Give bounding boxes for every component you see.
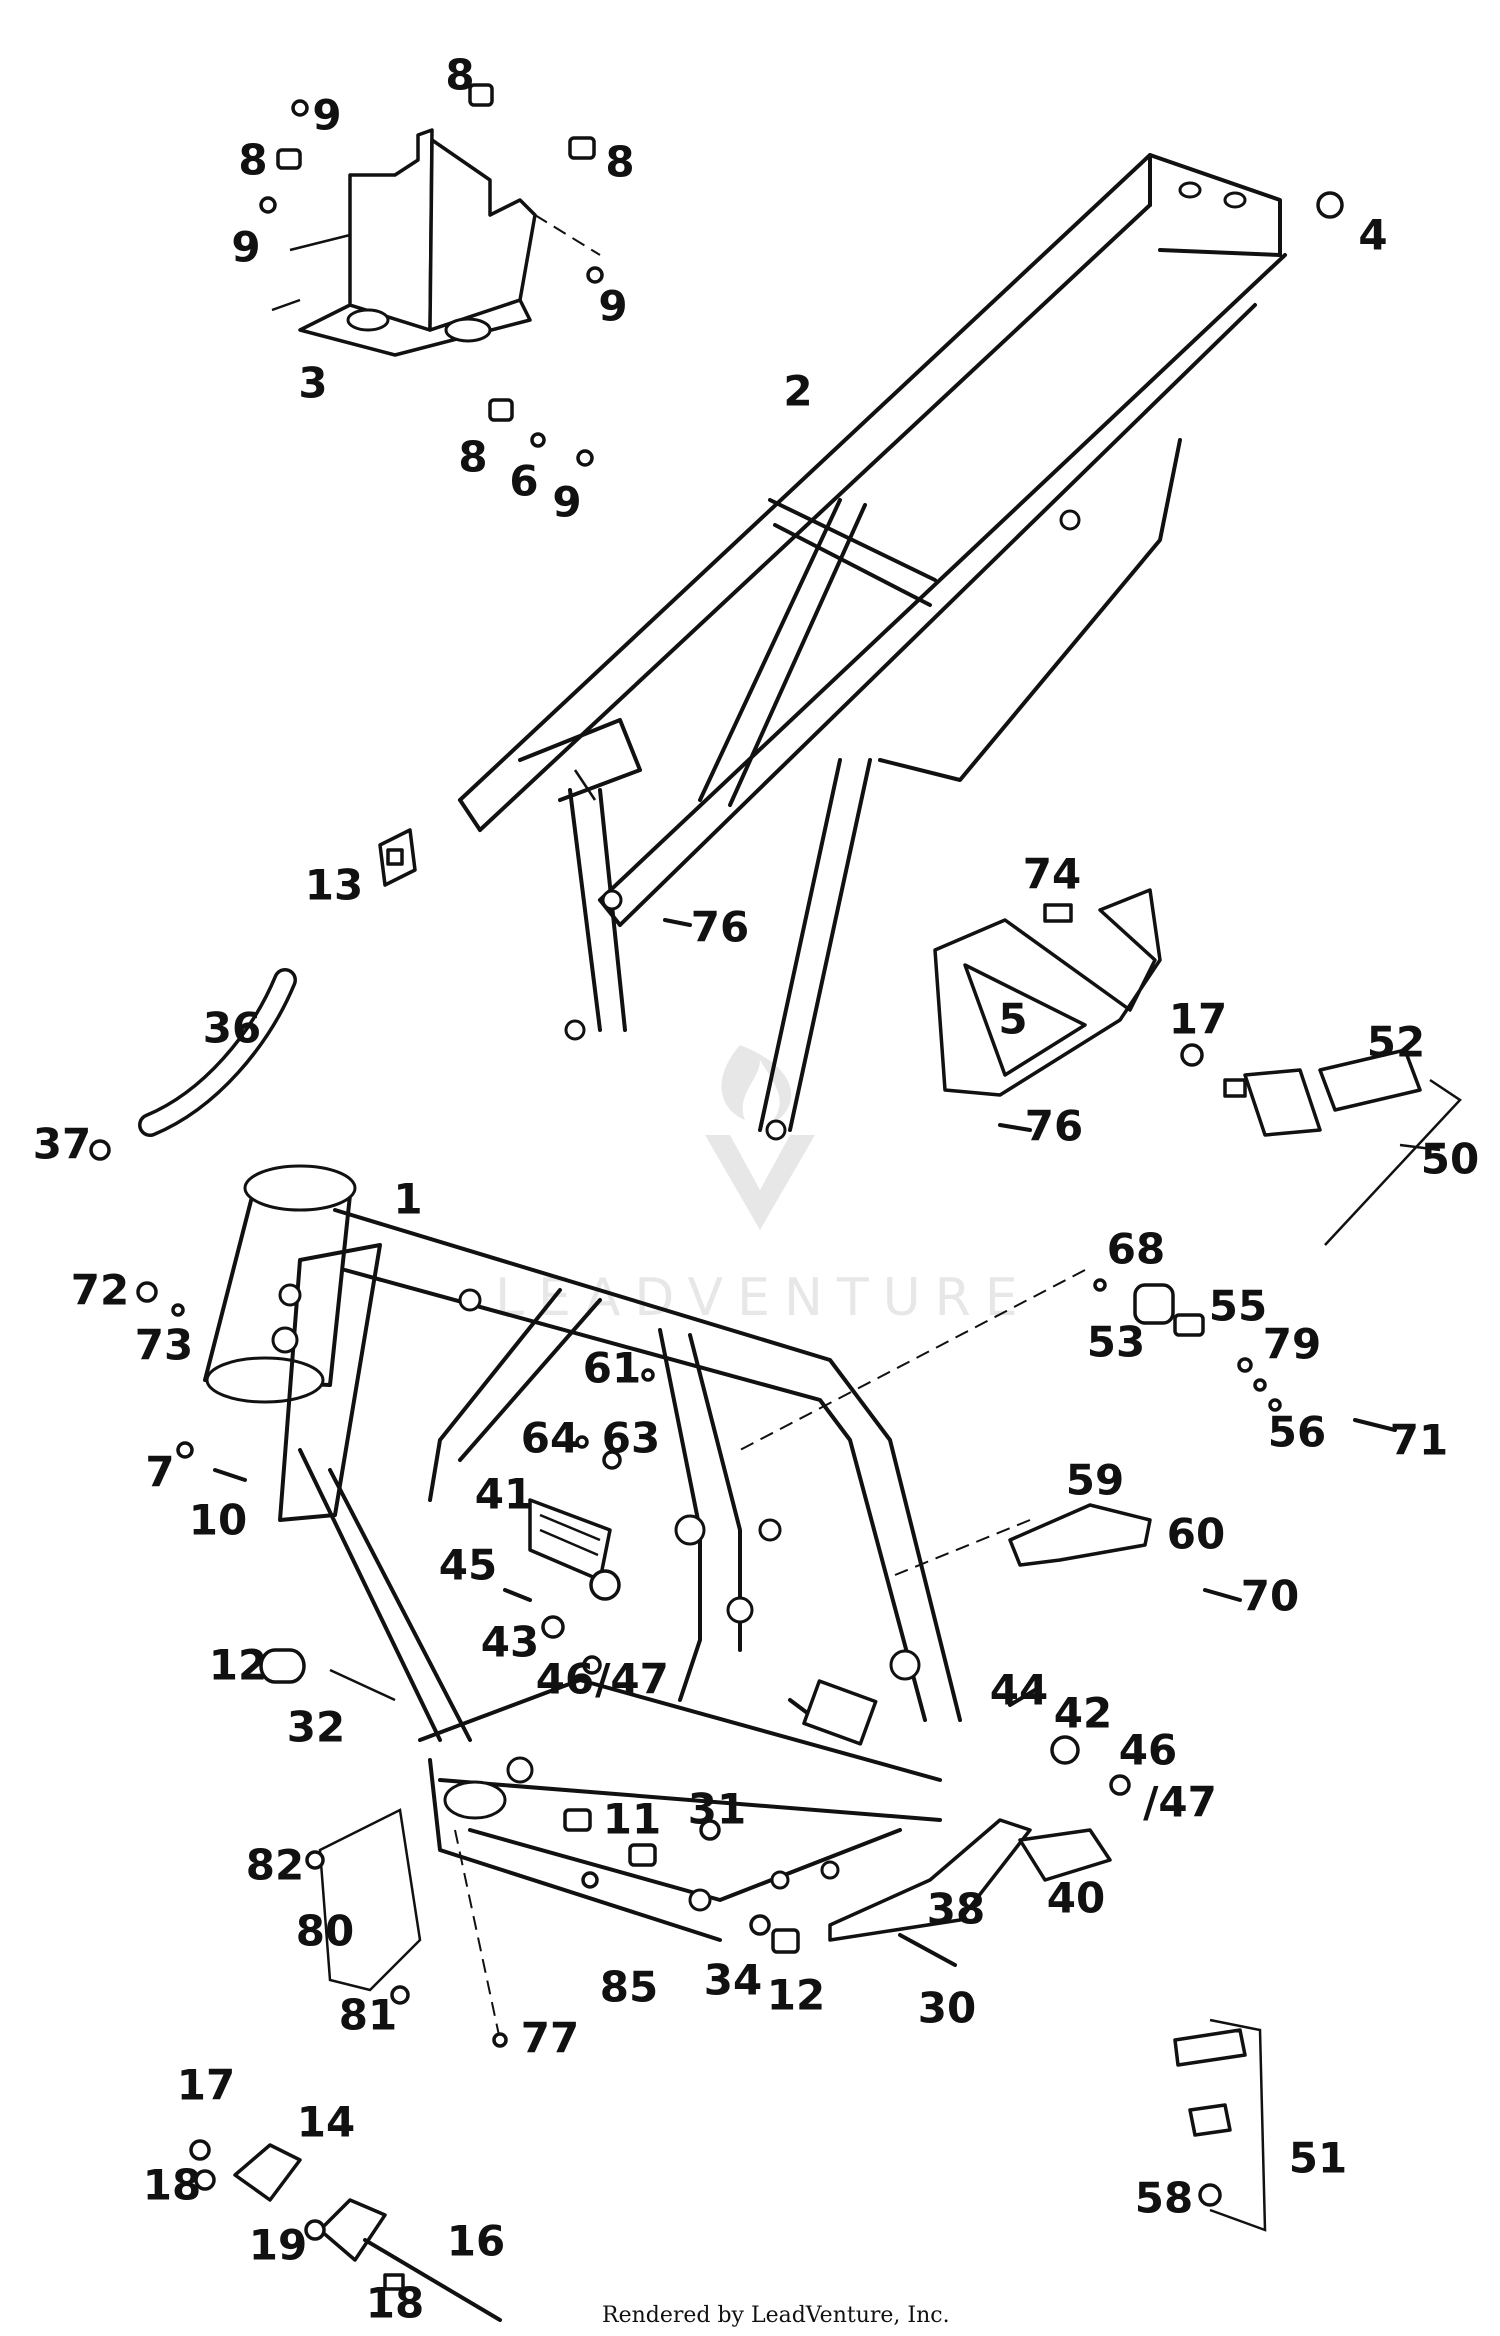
part-label-9d: 9 [552, 478, 581, 527]
part-label-61: 61 [583, 1344, 641, 1393]
part-label-16: 16 [447, 2217, 505, 2266]
part-label-52: 52 [1367, 1018, 1425, 1067]
part-label-47a: /47 [595, 1655, 669, 1704]
part-label-56: 56 [1268, 1408, 1326, 1457]
part-80-cover-and-hardware [305, 1269, 1086, 2048]
part-label-81: 81 [339, 1991, 397, 2040]
part-label-8d: 8 [458, 433, 487, 482]
part-label-18b: 18 [366, 2279, 424, 2328]
footer-credit: Rendered by LeadVenture, Inc. [602, 2303, 950, 2328]
part-label-18a: 18 [143, 2161, 201, 2210]
part-label-72: 72 [71, 1266, 129, 1315]
part-label-9b: 9 [231, 223, 260, 272]
part-label-59: 59 [1066, 1456, 1124, 1505]
part-50-footpeg [1180, 1043, 1462, 1246]
part-label-9c: 9 [598, 282, 627, 331]
part-label-6: 6 [509, 457, 538, 506]
part-3-bracket [271, 128, 537, 357]
part-label-2: 2 [783, 367, 812, 416]
part-label-70: 70 [1241, 1572, 1299, 1621]
part-label-17a: 17 [1169, 995, 1227, 1044]
part-label-34: 34 [704, 1956, 762, 2005]
part-label-76a: 76 [691, 903, 749, 952]
part-label-79: 79 [1263, 1320, 1321, 1369]
part-label-73: 73 [135, 1321, 193, 1370]
part-14-bracket [189, 2139, 502, 2322]
part-label-40: 40 [1047, 1874, 1105, 1923]
part-2-subframe [458, 153, 1287, 1141]
part-label-5: 5 [998, 995, 1027, 1044]
part-36-hose [89, 968, 297, 1161]
part-label-1: 1 [393, 1175, 422, 1224]
part-label-4: 4 [1358, 211, 1387, 260]
part-label-74: 74 [1023, 850, 1081, 899]
part-13-clamp [378, 828, 417, 887]
part-5-guard [933, 888, 1162, 1097]
part-label-43: 43 [481, 1618, 539, 1667]
part-label-17b: 17 [177, 2061, 235, 2110]
part-label-32: 32 [287, 1703, 345, 1752]
part-label-82: 82 [246, 1841, 304, 1890]
part-label-68: 68 [1107, 1225, 1165, 1274]
part-label-37: 37 [33, 1120, 91, 1169]
part-label-8c: 8 [605, 138, 634, 187]
part-label-8b: 8 [238, 136, 267, 185]
part-1-main-frame [203, 1164, 962, 1942]
watermark-wordmark: LEADVENTURE [495, 1268, 1032, 1328]
part-label-47b: /47 [1143, 1778, 1217, 1827]
part-label-80: 80 [296, 1907, 354, 1956]
part-label-77: 77 [521, 2014, 579, 2063]
part-label-41: 41 [475, 1470, 533, 1519]
part-label-12a: 12 [209, 1641, 267, 1690]
part-label-13: 13 [305, 861, 363, 910]
part-label-12b: 12 [767, 1971, 825, 2020]
part-label-46b: 46 [1119, 1726, 1177, 1775]
misc-hardware [136, 918, 1397, 1967]
hardware-group-top [259, 83, 1344, 467]
part-label-50: 50 [1421, 1135, 1479, 1184]
part-label-76b: 76 [1025, 1102, 1083, 1151]
part-label-64: 64 [521, 1414, 579, 1463]
part-label-42: 42 [1054, 1689, 1112, 1738]
part-label-36: 36 [203, 1004, 261, 1053]
part-label-45: 45 [439, 1541, 497, 1590]
part-label-3: 3 [298, 359, 327, 408]
part-label-38: 38 [927, 1885, 985, 1934]
part-label-31: 31 [688, 1785, 746, 1834]
part-label-71: 71 [1390, 1416, 1448, 1465]
part-label-46a: 46 [536, 1655, 594, 1704]
part-label-19: 19 [249, 2221, 307, 2270]
part-label-11: 11 [603, 1795, 661, 1844]
part-label-9a: 9 [312, 91, 341, 140]
part-label-63: 63 [602, 1414, 660, 1463]
footrests-and-levers [528, 1498, 1267, 2232]
part-label-10: 10 [189, 1496, 247, 1545]
part-label-53: 53 [1087, 1318, 1145, 1367]
part-label-58: 58 [1135, 2174, 1193, 2223]
part-label-44: 44 [990, 1666, 1048, 1715]
part-label-55: 55 [1209, 1282, 1267, 1331]
part-label-51: 51 [1289, 2134, 1347, 2183]
part-label-7: 7 [145, 1448, 174, 1497]
part-label-14: 14 [297, 2098, 355, 2147]
part-label-60: 60 [1167, 1510, 1225, 1559]
part-label-85: 85 [600, 1963, 658, 2012]
part-label-8a: 8 [445, 51, 474, 100]
part-label-30: 30 [918, 1984, 976, 2033]
